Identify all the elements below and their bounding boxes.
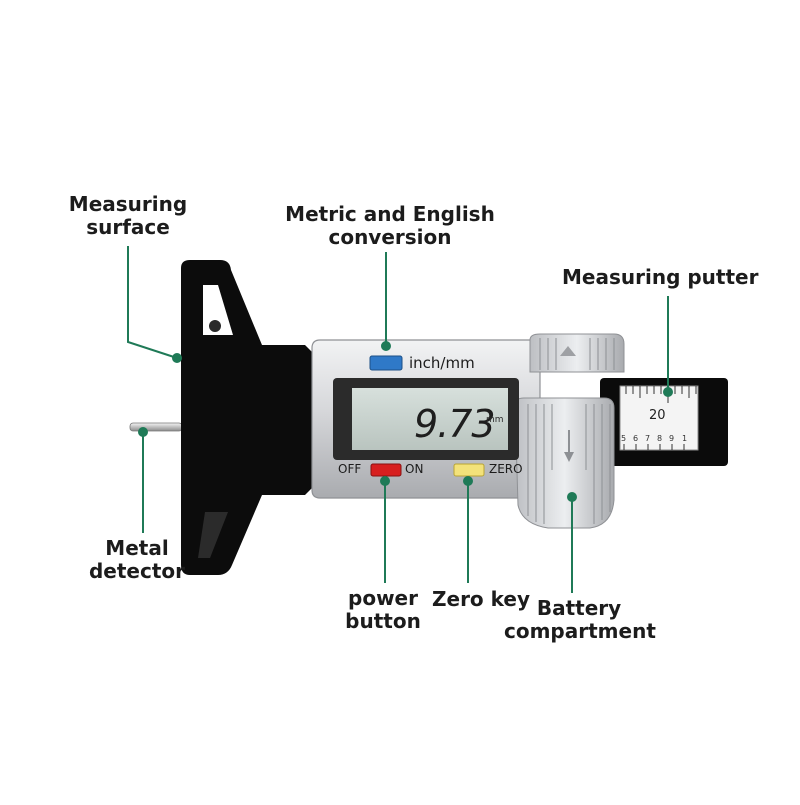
zero-label: ZERO bbox=[489, 462, 523, 476]
thumb-wheel-upper bbox=[529, 333, 625, 373]
label-measuring-putter: Measuring putter bbox=[562, 265, 759, 289]
leader-dot bbox=[172, 353, 182, 363]
label-line: Metric and English bbox=[285, 202, 495, 226]
leader-dot bbox=[381, 341, 391, 351]
label-battery-compartment: Battery compartment bbox=[504, 596, 656, 643]
ruler-minor-label: 8 bbox=[657, 434, 662, 443]
label-conversion: Metric and English conversion bbox=[282, 203, 498, 249]
ruler-ticks bbox=[623, 386, 697, 450]
off-label: OFF bbox=[338, 462, 361, 476]
handle-rivet bbox=[209, 320, 221, 332]
gauge-handle bbox=[181, 260, 320, 575]
label-line: Measuring putter bbox=[562, 265, 759, 289]
lcd-display bbox=[352, 388, 508, 450]
leader-dot bbox=[663, 387, 673, 397]
ruler-minor-label: 5 bbox=[621, 434, 626, 443]
handle-slot-lower bbox=[198, 512, 228, 558]
label-line: Metal bbox=[105, 536, 169, 560]
inch-mm-button[interactable] bbox=[369, 355, 403, 371]
ruler-minor-label: 7 bbox=[645, 434, 650, 443]
power-button[interactable] bbox=[370, 463, 402, 477]
label-line: detector bbox=[88, 559, 186, 583]
label-zero-key: Zero key bbox=[432, 588, 530, 611]
leader-dot bbox=[380, 476, 390, 486]
on-label: ON bbox=[405, 462, 423, 476]
leader-dot bbox=[138, 427, 148, 437]
measuring-putter: 20 5 6 7 8 9 1 bbox=[600, 378, 728, 466]
ruler-minor-label: 1 bbox=[682, 434, 687, 443]
label-power-button: power button bbox=[340, 587, 426, 633]
label-line: surface bbox=[86, 215, 170, 239]
label-line: power bbox=[348, 586, 418, 610]
metal-probe bbox=[129, 422, 183, 432]
zero-button[interactable] bbox=[453, 463, 485, 477]
gauge-body: inch/mm 9.73 mm OFF ON ZERO bbox=[311, 333, 625, 529]
leader-dot bbox=[567, 492, 577, 502]
leader-lines bbox=[127, 246, 673, 593]
label-measuring-surface: Measuring surface bbox=[66, 193, 190, 239]
ruler-minor-label: 6 bbox=[633, 434, 638, 443]
lcd-reading: 9.73 bbox=[414, 402, 495, 446]
label-line: compartment bbox=[504, 619, 656, 643]
inch-mm-label: inch/mm bbox=[409, 354, 475, 372]
label-line: conversion bbox=[328, 225, 452, 249]
leader-dot bbox=[463, 476, 473, 486]
label-line: Zero key bbox=[432, 587, 530, 611]
label-line: Measuring bbox=[68, 192, 188, 216]
ruler-major-label: 20 bbox=[649, 408, 666, 423]
label-line: Battery bbox=[536, 596, 622, 620]
lcd-unit: mm bbox=[486, 415, 504, 425]
battery-compartment bbox=[514, 397, 615, 529]
ruler-minor-label: 9 bbox=[669, 434, 674, 443]
label-line: button bbox=[345, 609, 421, 633]
label-metal-detector: Metal detector bbox=[84, 537, 190, 583]
leader-measuring-surface bbox=[127, 246, 178, 359]
